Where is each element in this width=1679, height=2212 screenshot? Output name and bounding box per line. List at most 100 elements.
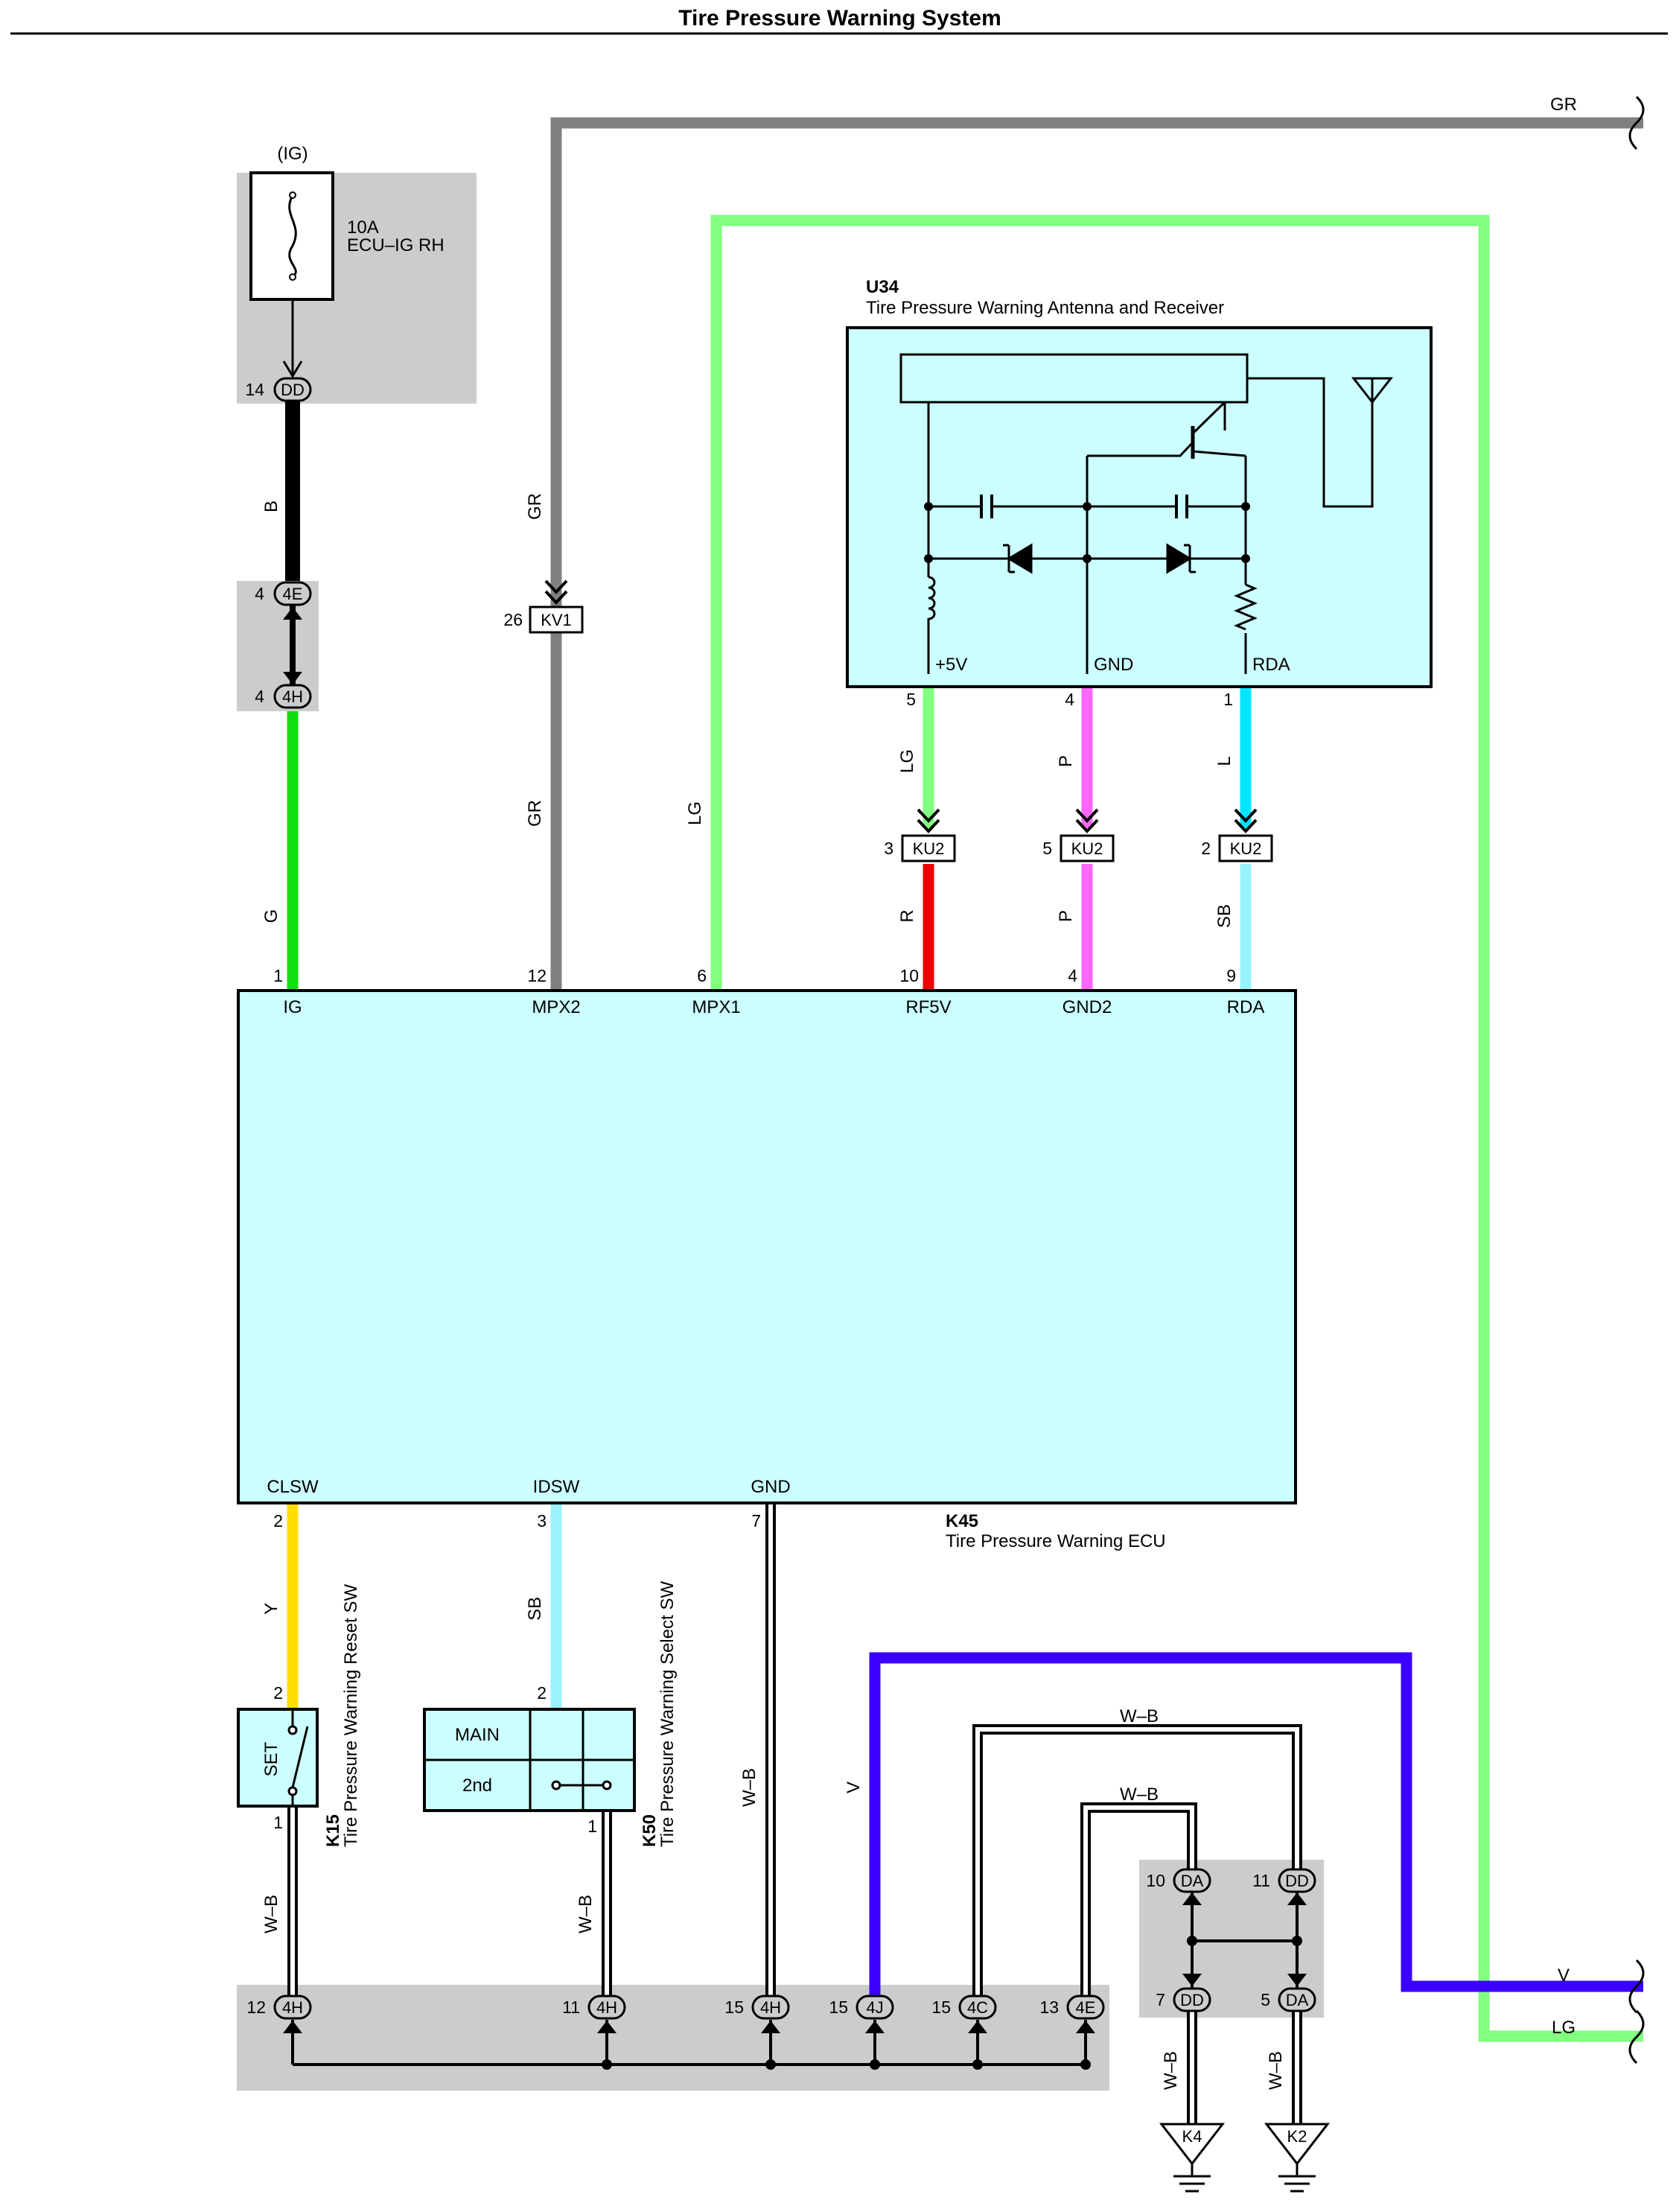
- fuse-rating: 10A: [347, 217, 379, 238]
- junction-arrow-up-icon: [865, 2021, 885, 2033]
- fuse-arrow-icon: [282, 360, 303, 378]
- receiver-terminal-5v: +5V: [935, 655, 967, 675]
- ground-k2-icon: [1278, 2164, 1316, 2193]
- ground-k4: K4: [1159, 2123, 1226, 2193]
- select-sw-pin-top: 2: [537, 1683, 547, 1703]
- junction-node: [765, 2059, 776, 2070]
- svg-text:4: 4: [255, 584, 264, 603]
- zener-left-icon: [1007, 543, 1033, 574]
- select-sw-grid: [424, 1709, 634, 1811]
- svg-text:4H: 4H: [282, 687, 303, 706]
- receiver-nodes: [924, 502, 1250, 563]
- fuse-icon: [288, 194, 297, 279]
- receiver-terminal-rda: RDA: [1252, 655, 1290, 675]
- gr-wire: [550, 117, 1643, 991]
- inductor-icon: [928, 576, 936, 620]
- connector-ku2-c: KU2 2: [1201, 808, 1273, 862]
- receiver-internal-circuit: [899, 353, 1394, 674]
- connector-da-5: DA 5: [1261, 1987, 1316, 2012]
- connector-da-10: DA 10: [1146, 1868, 1211, 1893]
- svg-text:12: 12: [246, 1998, 266, 2017]
- ecu-pin-rda: 9: [1226, 966, 1236, 985]
- wire-label-y: Y: [261, 1603, 281, 1615]
- wire-label-p-recv: P: [1056, 755, 1076, 767]
- svg-text:11: 11: [1252, 1871, 1270, 1890]
- wire-label-wb-k2: W–B: [1266, 2051, 1286, 2090]
- connector-4h-top: 4H 4: [255, 684, 312, 709]
- receiver-code: U34: [866, 277, 899, 297]
- connector-dd-14: DD 14: [245, 377, 312, 402]
- resistor-icon: [1234, 583, 1258, 631]
- reset-sw-switch-icon: [287, 1710, 309, 1806]
- svg-text:15: 15: [829, 1998, 848, 2017]
- ecu-terminal-gnd2: GND2: [1062, 997, 1112, 1017]
- select-sw-code: K50: [640, 1814, 660, 1847]
- junction-arrow-up-icon: [968, 2021, 987, 2033]
- ecu-terminal-clsw: CLSW: [267, 1477, 319, 1497]
- ecu-pin-idsw: 3: [537, 1511, 547, 1531]
- ecu-box: [237, 989, 1297, 1504]
- ecu-terminal-mpx2: MPX2: [532, 997, 580, 1017]
- wire-label-v-right: V: [1558, 1965, 1570, 1986]
- ecu-name: Tire Pressure Warning ECU: [946, 1531, 1166, 1551]
- wire-continuation-marks: [1628, 95, 1645, 2065]
- junction-arrow-up-icon: [283, 2021, 302, 2033]
- svg-text:11: 11: [562, 1998, 580, 2017]
- transistor-base: [1087, 441, 1194, 457]
- wire-label-r: R: [897, 909, 917, 922]
- connector-dd-7: DD 7: [1156, 1987, 1211, 2012]
- wire-label-sb-sel: SB: [525, 1597, 545, 1621]
- wire-label-g: G: [261, 909, 281, 924]
- svg-text:4C: 4C: [967, 1998, 988, 2017]
- reset-sw-name: Tire Pressure Warning Reset SW: [341, 1584, 361, 1847]
- wire-label-b: B: [261, 500, 281, 512]
- ecu-terminal-rda: RDA: [1227, 997, 1265, 1017]
- junction-node: [870, 2059, 880, 2070]
- svg-text:DD: DD: [281, 381, 305, 399]
- svg-text:13: 13: [1039, 1998, 1059, 2017]
- wire-label-p-ecu: P: [1056, 910, 1076, 922]
- wire-label-sb-ecu: SB: [1214, 904, 1234, 928]
- reset-sw-box: [237, 1708, 319, 1808]
- junction-arrow-up-icon: [1076, 2021, 1095, 2033]
- svg-text:3: 3: [884, 839, 893, 858]
- select-sw-name: Tire Pressure Warning Select SW: [657, 1581, 678, 1847]
- svg-text:K2: K2: [1287, 2127, 1307, 2146]
- select-sw-pin-bottom: 1: [587, 1817, 597, 1836]
- receiver-terminal-gnd: GND: [1094, 655, 1133, 675]
- svg-text:KU2: KU2: [913, 839, 945, 858]
- ecu-pin-clsw: 2: [273, 1511, 283, 1531]
- svg-text:10: 10: [1146, 1871, 1165, 1890]
- ecu-terminal-gnd: GND: [751, 1477, 790, 1497]
- junction-arrow-down-icon: [283, 672, 302, 684]
- receiver-pin-5: 5: [906, 690, 916, 709]
- ecu-pin-mpx1: 6: [697, 966, 707, 985]
- junction-arrow-up-icon: [761, 2021, 780, 2033]
- ecu-code: K45: [946, 1511, 978, 1531]
- ecu-terminal-ig: IG: [283, 997, 302, 1017]
- wire-label-gr-mid: GR: [525, 800, 545, 827]
- svg-text:DA: DA: [1181, 1872, 1204, 1890]
- ground-k4-icon: [1173, 2164, 1211, 2193]
- select-sw-row-main: MAIN: [455, 1725, 500, 1745]
- svg-text:26: 26: [503, 610, 523, 629]
- ground-k2: K2: [1264, 2123, 1331, 2193]
- svg-text:KU2: KU2: [1071, 839, 1103, 858]
- lg-wire: [710, 214, 1643, 2042]
- wire-labels: B G GR GR GR LG LG P L R P SB Y SB W–B V…: [261, 95, 1577, 2090]
- svg-text:KU2: KU2: [1230, 839, 1262, 858]
- wire-label-wb-k4: W–B: [1161, 2051, 1181, 2090]
- junction-node: [1080, 2059, 1091, 2070]
- ecu-terminal-mpx1: MPX1: [692, 997, 740, 1017]
- reset-sw-pin-top: 2: [273, 1683, 283, 1703]
- connector-4e-top: 4E 4: [255, 581, 312, 606]
- zener-right-icon: [1166, 543, 1192, 574]
